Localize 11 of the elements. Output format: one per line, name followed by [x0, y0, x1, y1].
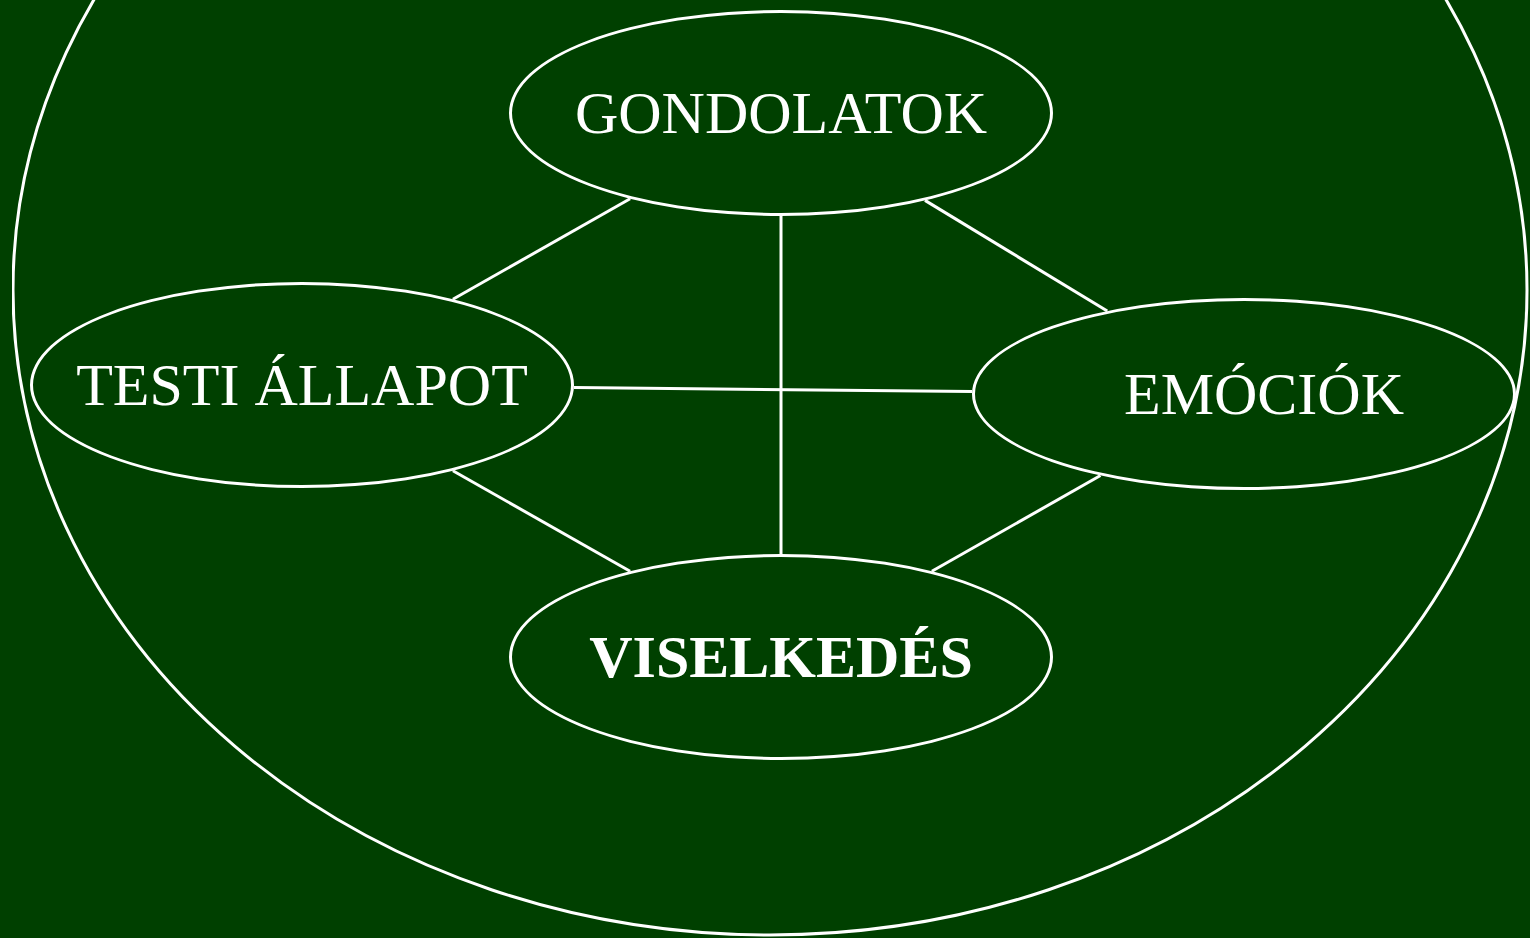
connector-line	[573, 386, 973, 393]
ellipse-node: GONDOLATOK	[509, 10, 1053, 216]
connector-line	[931, 474, 1102, 573]
ellipse-node: EMÓCIÓK	[972, 298, 1516, 490]
connector-line	[452, 197, 631, 301]
ellipse-node: VISELKEDÉS	[509, 554, 1053, 760]
connector-line	[779, 216, 783, 554]
connector-line	[452, 469, 631, 573]
connector-line	[924, 199, 1109, 313]
ellipse-node: TESTI ÁLLAPOT	[30, 282, 574, 488]
circle-outline	[12, 0, 1529, 937]
